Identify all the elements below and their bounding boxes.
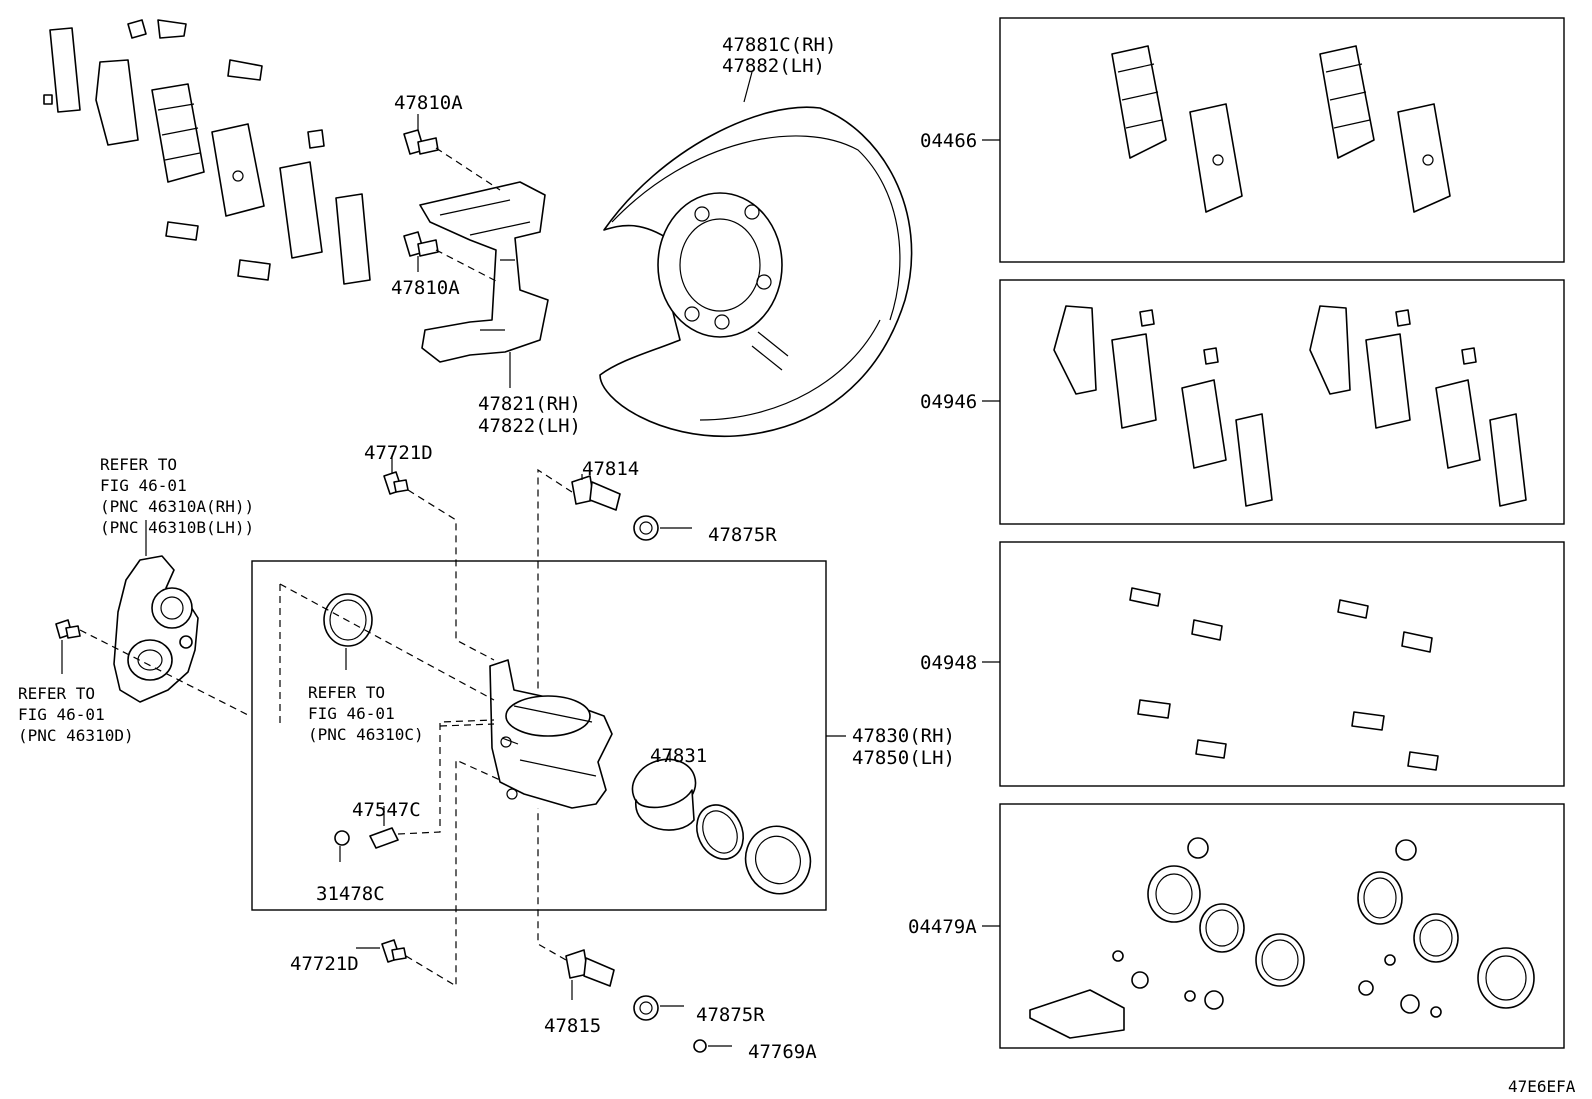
label-refer-c-2: FIG 46-01 [308, 704, 395, 723]
label-refer-d-3: (PNC 46310D) [18, 726, 134, 745]
label-47882: 47882(LH) [722, 55, 825, 77]
label-47810A-mid: 47810A [391, 277, 460, 299]
label-47821: 47821(RH) [478, 393, 581, 415]
caliper-mount-bracket [403, 114, 549, 388]
label-47815: 47815 [544, 1015, 601, 1037]
label-04479A: 04479A [908, 916, 977, 938]
label-47769A: 47769A [748, 1041, 817, 1063]
pad-shim-group [43, 19, 371, 285]
label-47831: 47831 [650, 745, 707, 767]
caliper-assembly [279, 583, 812, 895]
label-47721D-top: 47721D [364, 442, 433, 464]
figure-code: 47E6EFA [1508, 1077, 1576, 1096]
kit-box-seals [982, 803, 1565, 1049]
kit-box-shims [982, 279, 1565, 525]
label-31478C: 31478C [316, 883, 385, 905]
brake-dust-shield [599, 71, 913, 438]
caliper-body-refer [55, 520, 251, 717]
kit-box-clips [982, 541, 1565, 787]
label-47810A-top: 47810A [394, 92, 463, 114]
label-04466: 04466 [920, 130, 977, 152]
label-refer-a-3: (PNC 46310A(RH)) [100, 497, 254, 516]
label-47875R-bottom: 47875R [696, 1004, 765, 1026]
label-47875R-top: 47875R [708, 524, 777, 546]
label-refer-c-1: REFER TO [308, 683, 385, 702]
label-04946: 04946 [920, 391, 977, 413]
label-refer-a-2: FIG 46-01 [100, 476, 187, 495]
label-47547C: 47547C [352, 799, 421, 821]
label-47830: 47830(RH) [852, 725, 955, 747]
label-refer-d-2: FIG 46-01 [18, 705, 105, 724]
label-04948: 04948 [920, 652, 977, 674]
label-47881C: 47881C(RH) [722, 34, 836, 56]
bolts-and-pins [356, 456, 732, 1053]
part-labels: 47881C(RH) 47882(LH) 47810A 47810A 47821… [18, 34, 1576, 1096]
label-refer-c-3: (PNC 46310C) [308, 725, 424, 744]
label-47721D-bottom: 47721D [290, 953, 359, 975]
label-47814: 47814 [582, 458, 639, 480]
label-refer-a-1: REFER TO [100, 455, 177, 474]
kit-box-pads [982, 17, 1565, 263]
label-refer-a-4: (PNC 46310B(LH)) [100, 518, 254, 537]
label-refer-d-1: REFER TO [18, 684, 95, 703]
label-47850: 47850(LH) [852, 747, 955, 769]
label-47822: 47822(LH) [478, 415, 581, 437]
